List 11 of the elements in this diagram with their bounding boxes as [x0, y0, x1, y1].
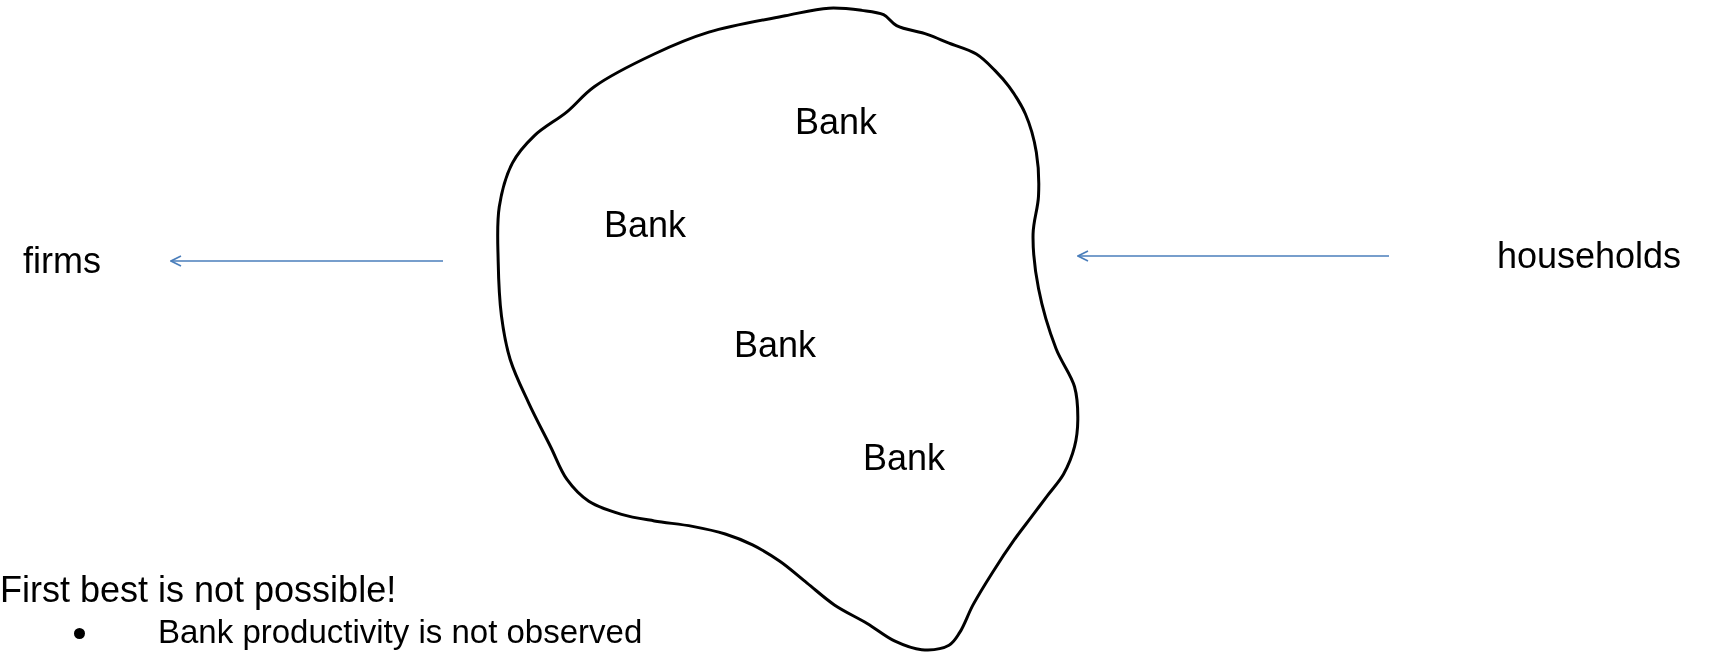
arrow: [170, 255, 444, 267]
node-label: Bank: [861, 438, 947, 478]
blob-outline: [496, 6, 1080, 654]
node-label: Bank: [793, 102, 879, 142]
node-label: Bank: [732, 325, 818, 365]
bullet-text: Bank productivity is not observed: [158, 614, 643, 651]
arrow: [1077, 250, 1390, 262]
node-label: Bank: [602, 205, 688, 245]
node-label: households: [1495, 236, 1683, 276]
heading-text: First best is not possible!: [0, 570, 397, 610]
node-label: firms: [22, 241, 102, 281]
